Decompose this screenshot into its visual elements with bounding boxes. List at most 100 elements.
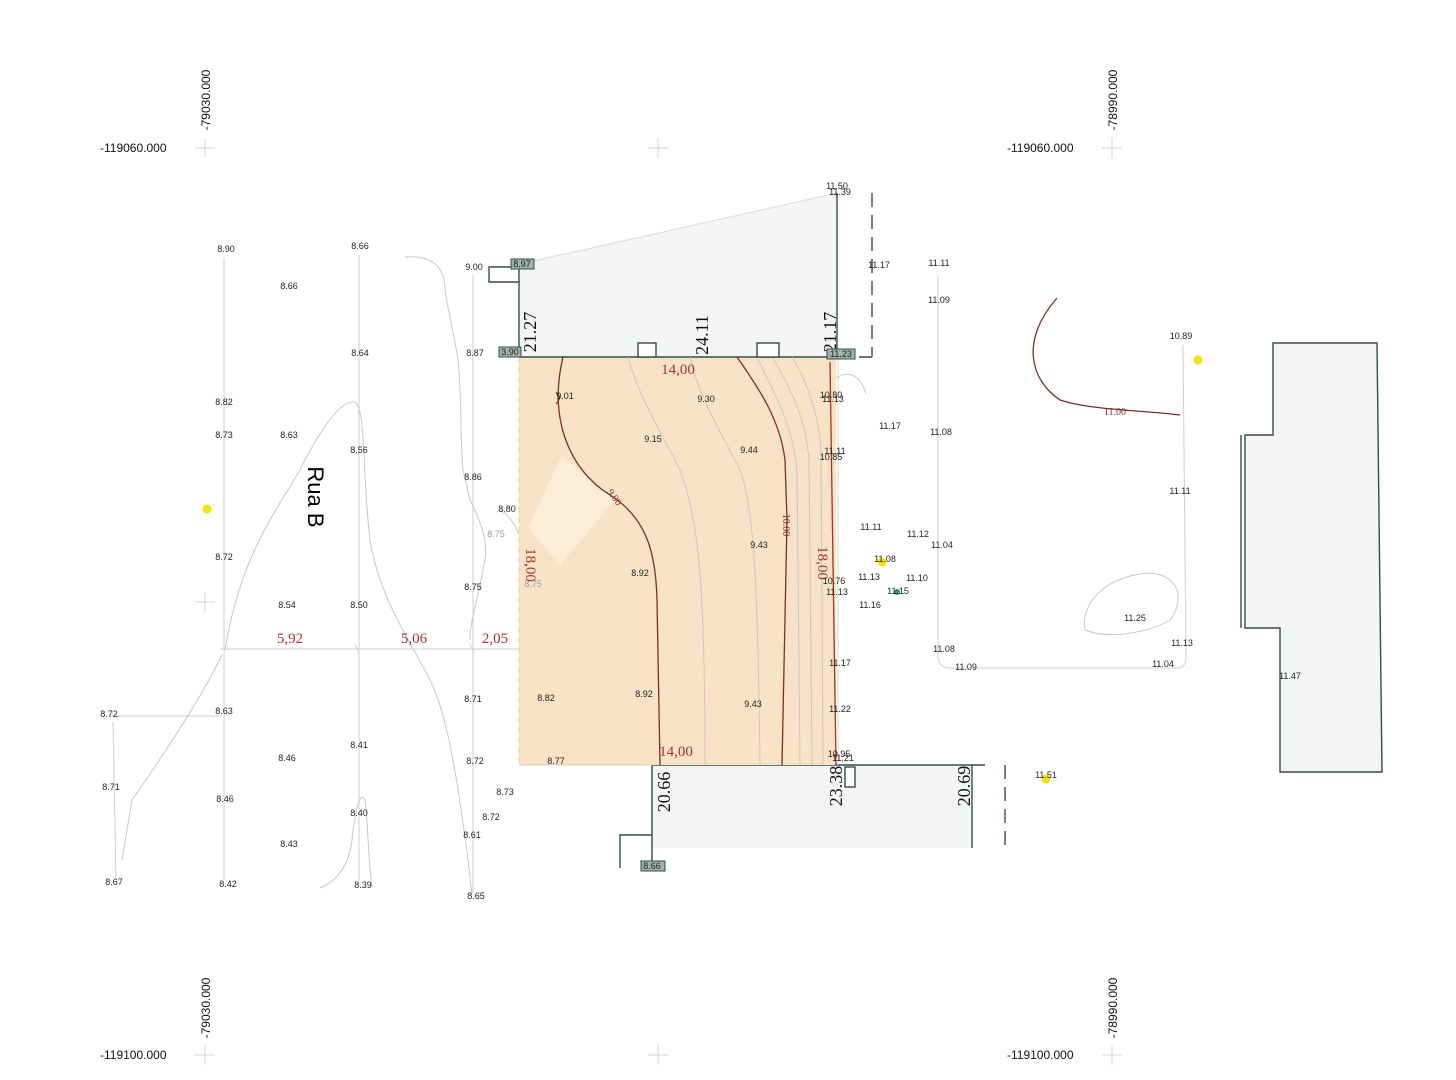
spot-elevation: 8.92 — [631, 568, 649, 578]
survey-marker-yellow — [202, 504, 212, 514]
grid-coordinate-east-bottom: -78990.000 — [1106, 977, 1120, 1038]
spot-elevation: 11.13 — [858, 572, 880, 582]
contour-line — [771, 356, 813, 766]
spot-elevation: 8.50 — [350, 600, 368, 610]
grid-crosshair — [195, 1045, 215, 1065]
spot-elevation: 11.17 — [829, 658, 851, 668]
spot-elevation: 8.63 — [280, 430, 298, 440]
parcel-dimension-left: 18,00 — [522, 548, 538, 582]
contour-line — [224, 401, 473, 896]
grid-coordinate-west-bottom: -79030.000 — [199, 977, 213, 1038]
spot-elevation: 8.72 — [100, 709, 118, 719]
street-offset-label: 2,05 — [482, 631, 508, 647]
spot-elevation: 8.75 — [464, 582, 482, 592]
spot-elevation: 11.17 — [879, 421, 901, 431]
parcel-west-notch — [555, 391, 561, 405]
lower-lot-area — [652, 765, 972, 848]
grid-coordinate-east-top: -78990.000 — [1106, 69, 1120, 130]
spot-elevation: 8.86 — [464, 472, 482, 482]
street-name-label: Rua B — [303, 466, 328, 527]
upper-neighbor-lot — [488, 192, 873, 358]
boxed-elevation: 3.90 — [501, 347, 519, 357]
spot-elevation: 11.11 — [928, 258, 949, 268]
spot-elevation: 8.42 — [219, 879, 237, 889]
spot-elevation: 8.66 — [351, 241, 369, 251]
parcel-dimension-right: 18,00 — [814, 546, 830, 580]
boundary-fixtures — [637, 342, 856, 788]
spot-elevation: 8.75 — [487, 529, 505, 539]
spot-elevation: 8.56 — [350, 445, 368, 455]
spot-elevation: 10.89 — [1170, 331, 1193, 341]
upper-lot-step — [488, 266, 519, 283]
survey-marker-yellow — [1193, 355, 1203, 365]
spot-elevation: 9.00 — [465, 262, 483, 272]
survey-markers — [202, 355, 1203, 784]
upper-lot-middle-dimension: 24.11 — [692, 315, 712, 355]
spot-elevation: 8.77 — [547, 756, 565, 766]
spot-elevation: 8.41 — [350, 740, 368, 750]
lower-lot-middle-dimension: 23.38 — [826, 766, 846, 807]
street-offset-label: 5,92 — [277, 631, 303, 647]
survey-marker-yellow — [877, 557, 887, 567]
faint-spot-elevations: 8.75 8.75 — [487, 529, 542, 589]
upper-lot-east-dimension: 21.17 — [820, 312, 840, 353]
spot-elevation: 11.51 — [1035, 770, 1057, 780]
boundary-post — [637, 342, 657, 358]
boxed-elevation-box — [510, 258, 535, 270]
grid-coordinate-south-east: -119100.000 — [1007, 1048, 1074, 1062]
boundary-post — [756, 342, 780, 358]
parcel-area — [519, 357, 836, 765]
spot-elevation: 11.50 — [826, 181, 848, 191]
boxed-elevation: 11.23 — [830, 349, 852, 359]
contour-line — [121, 654, 223, 861]
grid-coordinate-west-top: -79030.000 — [199, 69, 213, 130]
spot-elevation: 11.17 — [868, 260, 890, 270]
spot-elevation: 8.75 — [524, 579, 542, 589]
adjacent-lot-dimension-labels: 21.27 24.11 21.17 20.66 23.38 20.69 — [520, 312, 974, 813]
spot-elevation: 9.01 — [556, 391, 574, 401]
spot-elevation: 11.04 — [931, 540, 953, 550]
spot-elevation: 11.11 — [824, 446, 845, 456]
grid-crosshairs — [195, 138, 1122, 1065]
boxed-elevations: 8.97 3.90 11.23 8.66 — [498, 258, 856, 872]
spot-elevation: 11.15 — [887, 586, 909, 596]
spot-elevation: 8.61 — [463, 830, 481, 840]
spot-elevation: 8.71 — [102, 782, 120, 792]
spot-elevation: 8.72 — [466, 756, 484, 766]
grid-coordinate-labels: -119060.000 -119060.000 -119100.000 -119… — [100, 69, 1120, 1062]
spot-elevation: 11.13 — [822, 394, 844, 404]
spot-elevation: 8.54 — [278, 600, 296, 610]
boundary-post — [844, 766, 856, 788]
spot-elevation: 9.43 — [744, 699, 762, 709]
contour-line — [756, 356, 801, 766]
spot-elevation: 8.43 — [280, 839, 298, 849]
grid-crosshair — [648, 138, 668, 158]
spot-elevation: 11.11 — [1169, 486, 1190, 496]
survey-lines — [110, 255, 520, 892]
lower-lot-step — [619, 834, 652, 868]
boxed-elevation-box — [498, 346, 522, 358]
spot-elevation: 10.95 — [828, 749, 851, 759]
spot-elevation: 11.16 — [859, 600, 881, 610]
spot-elevation: 8.72 — [215, 552, 233, 562]
spot-elevation: 8.65 — [467, 891, 485, 901]
spot-elevation: 8.46 — [278, 753, 296, 763]
contour-line-11-00 — [1032, 297, 1181, 416]
east-features — [937, 275, 1383, 773]
spot-elevation: 8.82 — [215, 397, 233, 407]
grid-coordinate-south-west: -119100.000 — [100, 1048, 167, 1062]
spot-elevation: 11.04 — [1152, 659, 1174, 669]
spot-elevation: 11.21 — [832, 753, 854, 763]
spot-elevation: 8.92 — [635, 689, 653, 699]
spot-elevation: 11.09 — [928, 295, 950, 305]
spot-elevation: 8.72 — [482, 812, 500, 822]
spot-elevation: 8.82 — [537, 693, 555, 703]
spot-elevation: 8.71 — [464, 694, 482, 704]
spot-elevation: 10.80 — [820, 390, 843, 400]
spot-elevation: 11.13 — [1171, 638, 1193, 648]
spot-elevation: 11.10 — [906, 573, 928, 583]
upper-lot-dashed-edge — [837, 193, 873, 358]
upper-lot-west-dimension: 21.27 — [520, 312, 540, 353]
contour-label-10-00: 10.00 — [780, 514, 791, 537]
contour-line — [689, 356, 761, 766]
